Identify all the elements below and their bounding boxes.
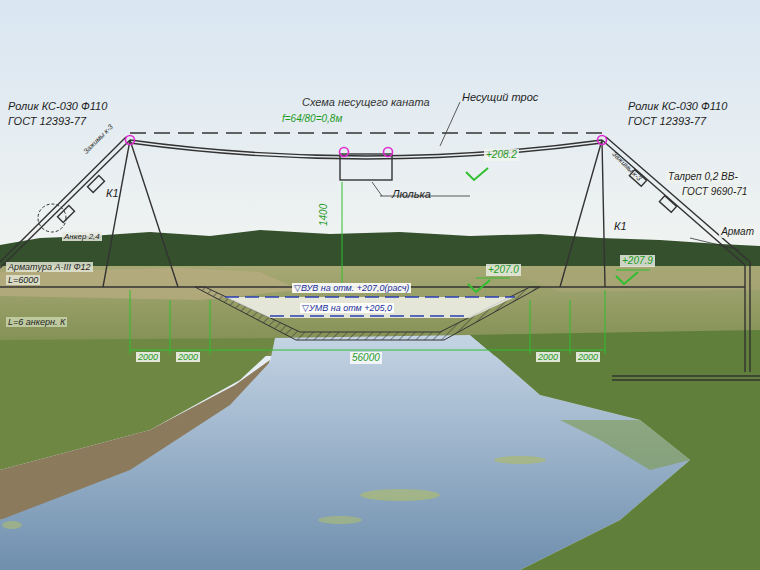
leader-lines [372,102,740,250]
drawing-label: +208.2 [484,149,519,161]
drawing-label: ▽ВУВ на отм. +207,0(расч) [292,283,411,293]
drawing-title: Схема несущего каната [302,96,430,109]
drawing-label: ГОСТ 9690-71 [680,186,749,198]
drawing-label: К1 [614,220,627,233]
drawing-label: Ролик КС-030 Ф110 [628,100,727,113]
drawing-label: ▽УМВ на отм +205,0 [300,303,394,313]
drawing-label: Анкер 2,4 [62,232,102,241]
drawing-label: L=6000 [6,275,40,285]
dimension-lines [130,290,605,354]
roller-symbols [126,136,607,157]
drawing-label: Ролик КС-030 Ф110 [8,100,107,113]
drawing-label: L=6 анкерн. К [6,317,67,327]
drawing-label: Армат [719,226,756,238]
drawing-label: К1 [106,187,119,200]
elevation-marks [466,168,650,292]
drawing-label: 2000 [176,352,200,362]
drawing-label: Люлька [392,188,431,201]
drawing-label: 2000 [576,352,600,362]
drawing-label: +207.0 [486,264,521,276]
drawing-label: 2000 [536,352,560,362]
drawing-label: 2000 [136,352,160,362]
drawing-label: 56000 [350,352,382,364]
drawing-label: Арматура А-III Ф12 [6,262,93,272]
drawing-label: Несущий трос [462,91,538,104]
drawing-label: +207.9 [620,255,655,267]
cable-drawing [0,133,760,380]
drawing-label: 1400 [318,204,330,226]
drawing-label: ГОСТ 12393-77 [8,115,86,128]
river-section [195,287,540,340]
drawing-label: f=64/80=0,8м [282,113,342,125]
drawing-label: ГОСТ 12393-77 [628,115,706,128]
drawing-label: Талреп 0,2 ВВ- [666,171,740,183]
